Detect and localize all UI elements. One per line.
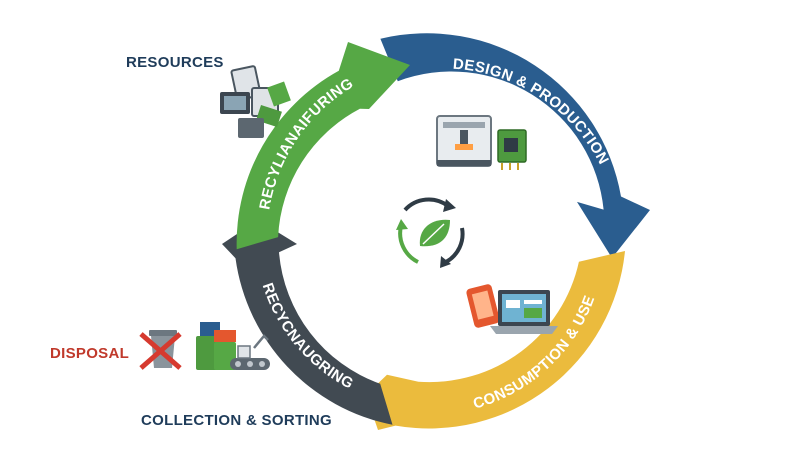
recycling-arrow: [222, 220, 393, 425]
green-bins-icon: [196, 322, 236, 370]
recycle-leaf-icon: [396, 197, 465, 268]
electronics-pile-icon: [220, 65, 291, 138]
3d-printer-icon: [436, 115, 492, 167]
disposal-label: DISPOSAL: [50, 345, 130, 362]
collection-sorting-label: COLLECTION & SORTING: [141, 412, 332, 429]
smartphone-icon: [466, 284, 500, 328]
crossed-out-bin-icon: [139, 330, 182, 370]
circuit-chip-icon: [497, 129, 527, 170]
resources-label: RESOURCES: [126, 54, 224, 71]
remanufacturing-arrow: [236, 42, 410, 250]
consumption-arrow: [366, 251, 625, 430]
laptop-icon: [490, 290, 558, 334]
conveyor-belt-icon: [230, 334, 270, 370]
design-arrow: [380, 33, 650, 259]
